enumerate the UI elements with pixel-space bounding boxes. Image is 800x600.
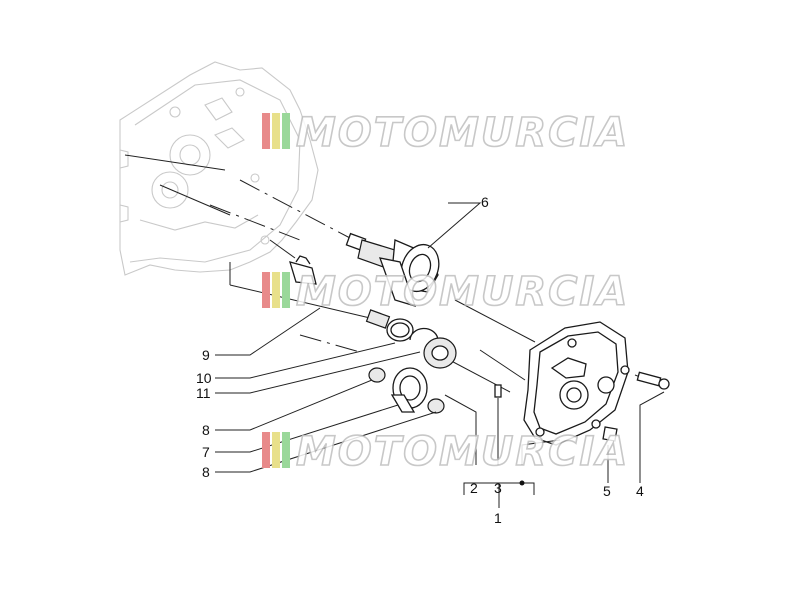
stripe-yellow xyxy=(272,432,280,468)
part-9-spline xyxy=(365,309,391,329)
callout-6: 6 xyxy=(481,194,489,210)
callout-8-upper: 8 xyxy=(202,422,210,438)
stripe-yellow xyxy=(272,272,280,308)
watermark-bottom: MOTOMURCIA xyxy=(262,428,629,476)
callout-1: 1 xyxy=(494,510,502,526)
callout-8-lower: 8 xyxy=(202,464,210,480)
part-3-pin xyxy=(494,384,502,398)
callout-9: 9 xyxy=(202,347,210,363)
watermark-middle: MOTOMURCIA xyxy=(262,268,629,316)
callout-2: 2 xyxy=(470,480,478,496)
gear-stub xyxy=(289,255,317,285)
part-6-shaft-gear xyxy=(345,232,440,307)
leader-lines xyxy=(215,202,665,508)
stripe-green xyxy=(282,113,290,149)
stripe-red xyxy=(262,113,270,149)
part-8-bushing-upper xyxy=(368,367,386,383)
stripe-yellow xyxy=(272,113,280,149)
part-7-intermediate-gear xyxy=(390,367,428,413)
watermark-top: MOTOMURCIA xyxy=(262,109,629,157)
watermark-text: MOTOMURCIA xyxy=(296,269,629,315)
part-10-ring xyxy=(386,318,414,342)
bearing xyxy=(423,337,457,369)
part-8-bushing-lower xyxy=(427,398,445,414)
transmission-cover xyxy=(523,321,630,446)
callout-10: 10 xyxy=(196,370,212,386)
callout-5: 5 xyxy=(603,483,611,499)
part-4-bolt xyxy=(636,371,670,390)
callout-7: 7 xyxy=(202,444,210,460)
callout-11: 11 xyxy=(196,385,211,401)
watermark-text: MOTOMURCIA xyxy=(296,429,629,475)
part-5-sleeve xyxy=(602,426,618,442)
callout-3: 3 xyxy=(494,480,502,496)
stripe-red xyxy=(262,432,270,468)
callout-4: 4 xyxy=(636,483,644,499)
callout-1-dot xyxy=(519,480,525,486)
stripe-green xyxy=(282,272,290,308)
crankcase-ghost-outline xyxy=(119,61,319,276)
stripe-green xyxy=(282,432,290,468)
stripe-red xyxy=(262,272,270,308)
watermark-text: MOTOMURCIA xyxy=(296,110,629,156)
